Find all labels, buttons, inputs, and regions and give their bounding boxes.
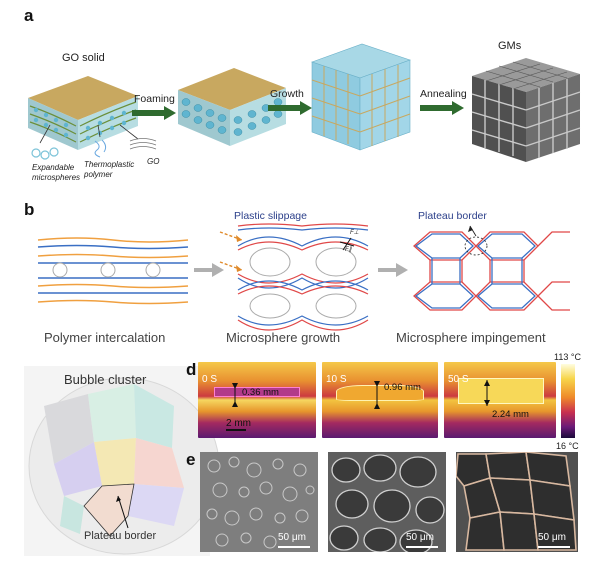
growth-label: Growth [270,88,304,100]
growth-arrow [268,101,312,115]
bubble-cluster-image [28,377,220,555]
microsphere-impingement-label: Microsphere impingement [396,330,546,345]
bubble-cluster-title: Bubble cluster [64,372,147,387]
measure-0s [232,383,238,407]
polymer-intercalation-diagram [37,237,189,305]
go-legend-icon [129,138,157,150]
sem-image-2 [328,452,446,552]
time-0s: 0 S [202,374,218,385]
temperature-colorbar [561,364,575,438]
microsphere-growth-diagram [219,223,369,331]
f-perp-label: F⊥ [350,230,359,236]
panel-d-letter: d [186,360,197,379]
grown-cube [311,43,411,151]
go-legend-label: GO [147,157,160,166]
microsphere-impingement-diagram [413,225,570,311]
bubble-cluster-photo [24,366,220,556]
go-solid-label: GO solid [62,52,105,64]
thermal-image-0s [198,362,316,438]
annealing-label: Annealing [420,88,467,100]
scale-label-e3: 50 μm [538,532,566,543]
panel-b-letter: b [24,200,35,219]
sample-0s [214,387,300,397]
polymer-legend-icon [94,139,107,158]
sem-texture-1 [200,452,318,552]
scale-label-d: 2 mm [226,418,251,429]
thickness-10s: 0.96 mm [384,382,421,393]
polymer-intercalation-label: Polymer intercalation [44,330,166,345]
measure-10s [374,381,380,409]
foamed-block [178,68,286,146]
microsphere-legend-icon [31,147,59,160]
foaming-arrow [132,106,176,120]
thickness-50s: 2.24 mm [492,409,529,420]
plateau-border-b-label: Plateau border [418,210,487,222]
plateau-border-c-label: Plateau border [84,530,157,542]
scale-bar-e3 [538,546,570,548]
sample-50s [458,378,544,404]
time-50s: 50 S [448,374,469,385]
thickness-0s: 0.36 mm [242,387,279,398]
go-solid-block [28,76,138,150]
legend-arrows [39,124,139,144]
sample-10s [336,385,424,401]
time-10s: 10 S [326,374,347,385]
panel-e-letter: e [186,450,196,469]
scale-label-e2: 50 μm [406,532,434,543]
plastic-slippage-label: Plastic slippage [234,210,307,222]
thermo-label: Thermoplastic polymer [84,160,135,179]
sem-image-1 [200,452,318,552]
scale-bar-d [226,429,246,431]
gms-cube [471,58,581,162]
f-par-label: F∥ [345,247,352,253]
temp-max: 113 °C [554,352,581,362]
panel-a-letter: a [24,6,34,25]
foaming-label: Foaming [134,93,175,105]
scale-bar-e2 [406,546,438,548]
gray-arrow-1 [194,263,224,277]
gray-arrow-2 [378,263,408,277]
temp-min: 16 °C [556,441,579,451]
scale-label-e1: 50 μm [278,532,306,543]
thermal-image-50s [444,362,556,438]
thermal-image-10s [322,362,438,438]
microsphere-growth-label: Microsphere growth [226,330,341,345]
expandable-label: Expandable microspheres [32,163,81,182]
sem-texture-3 [456,452,578,552]
scale-bar-e1 [278,546,310,548]
sem-image-3 [456,452,578,552]
measure-50s [484,380,490,406]
annealing-arrow [420,101,464,115]
sem-texture-2 [328,452,446,552]
gms-label: GMs [498,40,522,52]
